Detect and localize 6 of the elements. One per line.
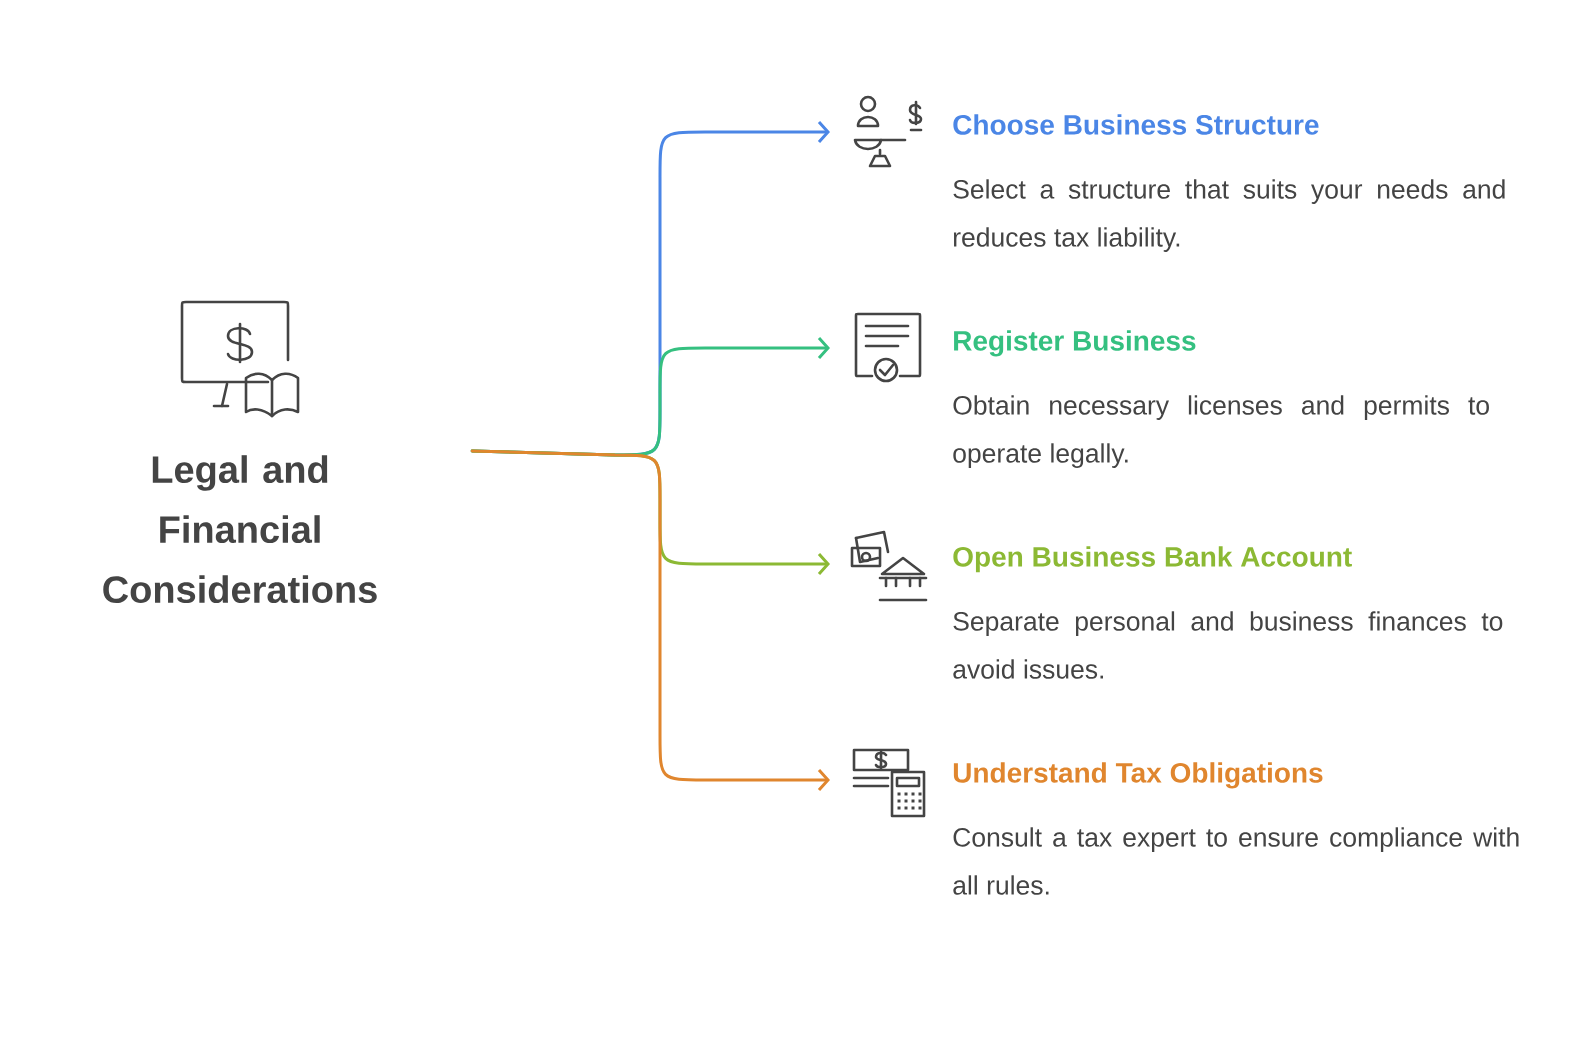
root-title: Legal and Financial Considerations [103, 455, 377, 604]
item-text: Open Business Bank Account Separate personal and business finances to avoid issues. [953, 546, 1503, 679]
arrow [470, 449, 830, 791]
item-text: Choose Business Structure Select a structure that suits your needs and reduces tax liability. [953, 114, 1505, 252]
item-text: Understand Tax Obligations Consult a tax expert to ensure compliance with all rules. [953, 762, 1519, 895]
item-text: Register Business Obtain necessary licenses and permits to operate legally. [953, 330, 1489, 468]
